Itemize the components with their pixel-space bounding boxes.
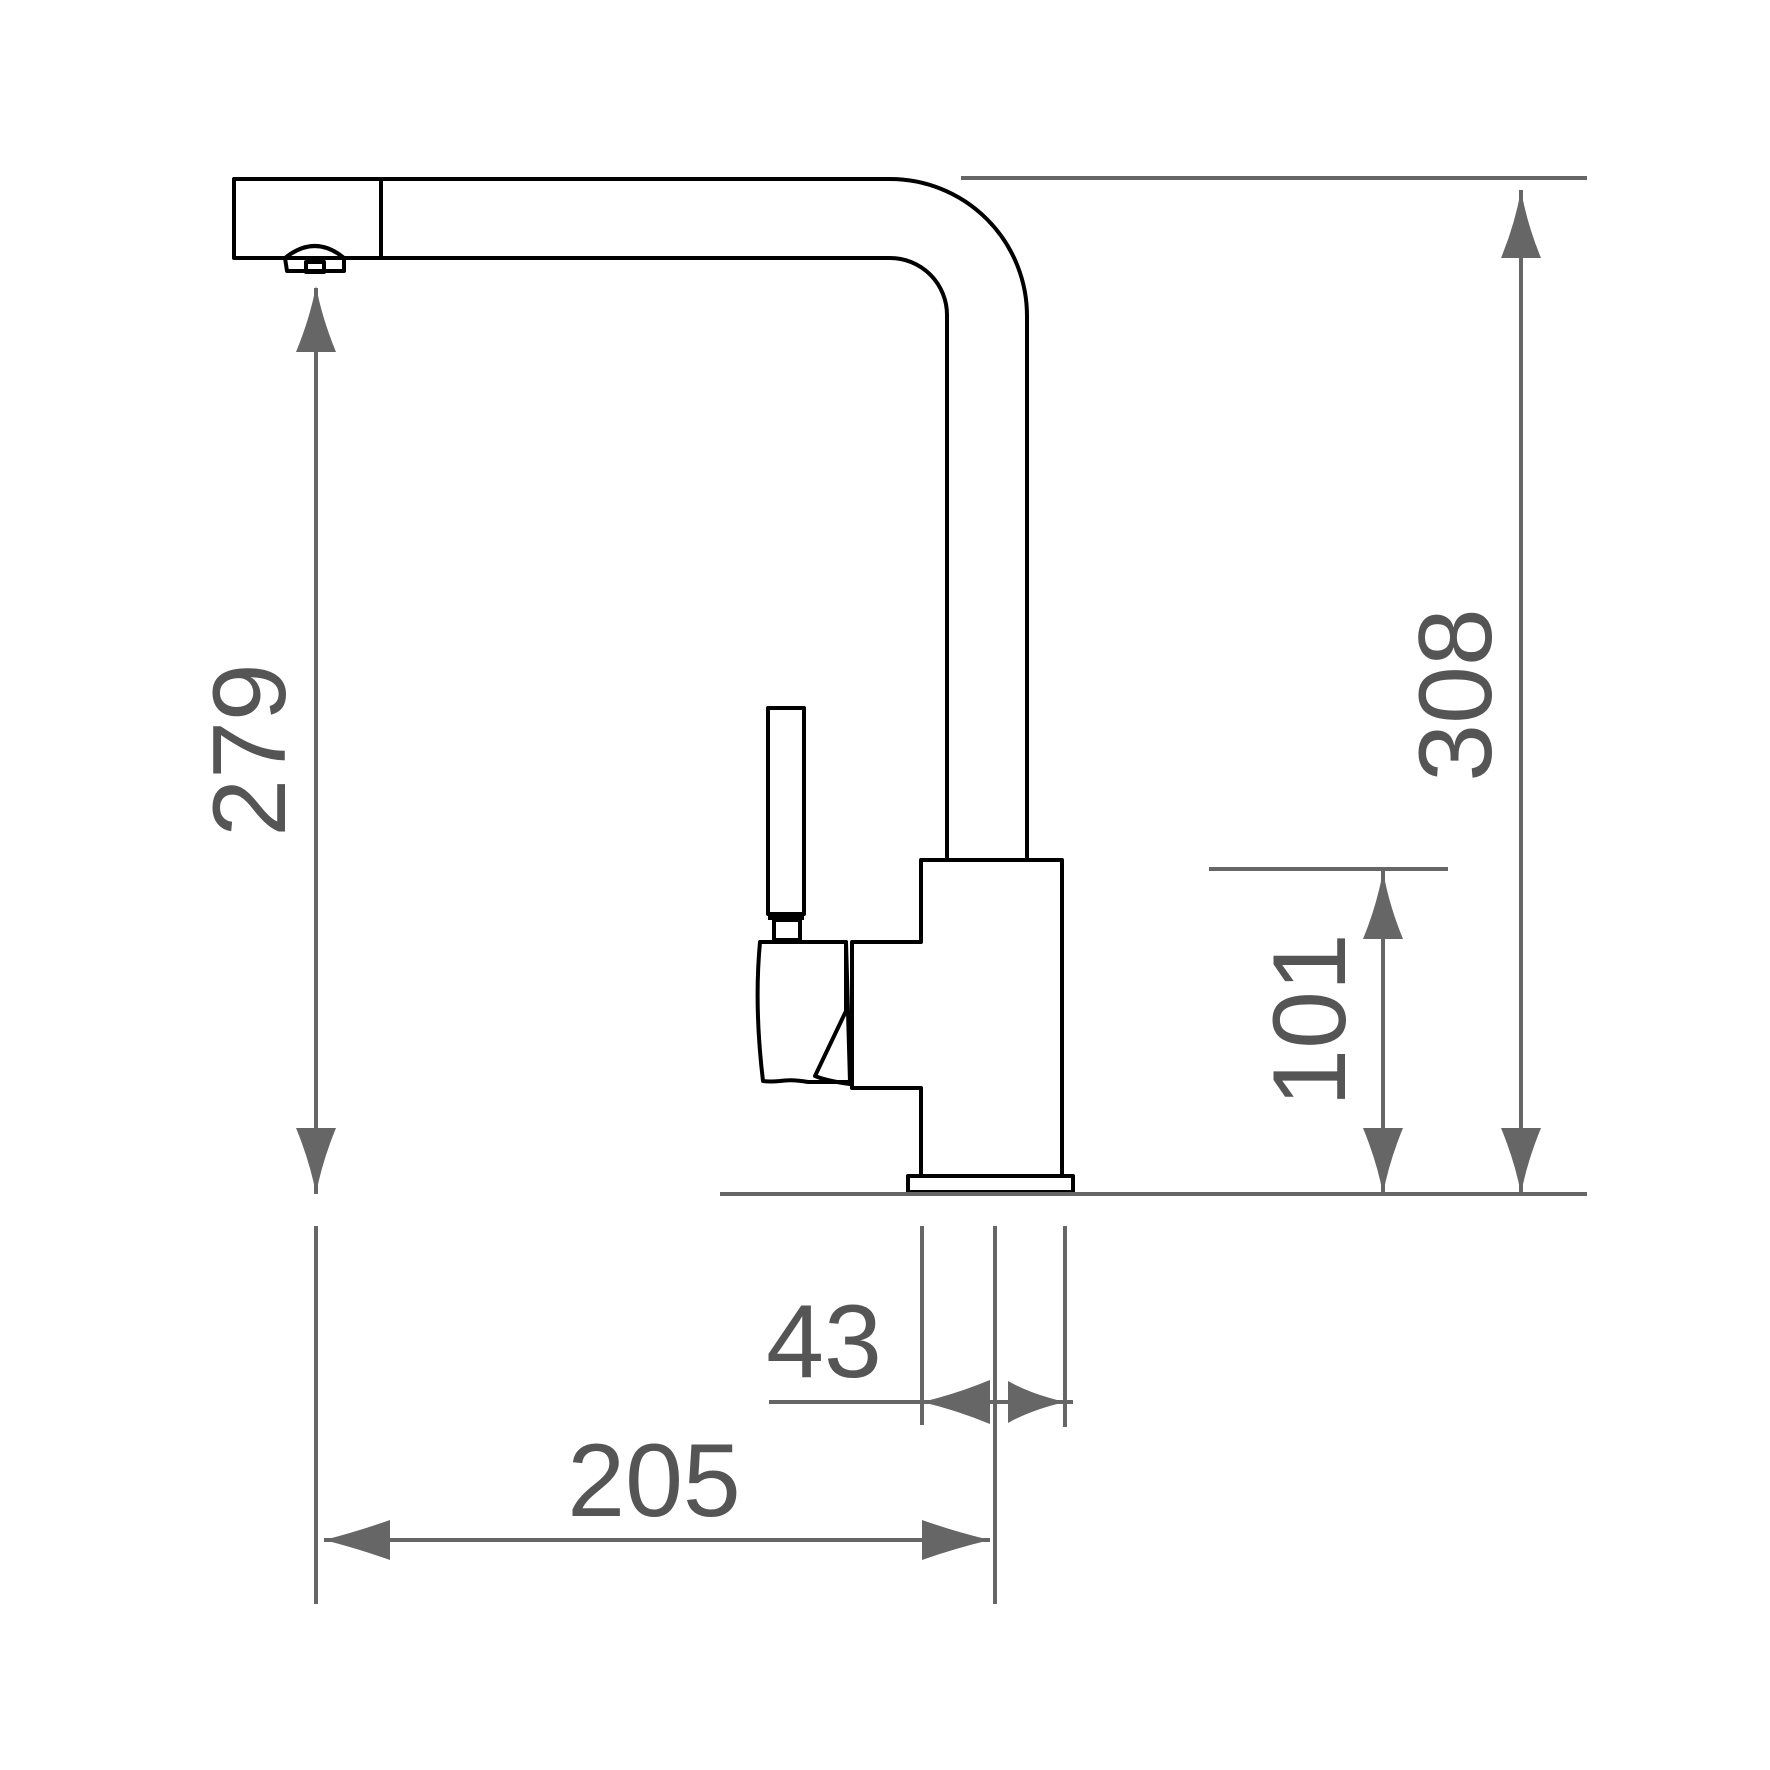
faucet-body	[850, 858, 1064, 1178]
dimension-205-label: 205	[567, 1423, 741, 1539]
dimension-279-label: 279	[192, 663, 308, 837]
cartridge-housing	[755, 940, 852, 1086]
dimension-101-arrow-bottom	[1363, 1128, 1403, 1194]
dimension-43-label: 43	[766, 1284, 882, 1400]
cartridge-seam	[844, 940, 852, 1084]
dimension-101-arrow-top	[1363, 871, 1403, 939]
spout-tip	[232, 177, 383, 260]
lever-collar	[768, 912, 804, 920]
faucet-outline	[232, 177, 1075, 1194]
dimension-279-arrow-top	[296, 286, 336, 352]
dimension-308-arrow-top	[1501, 190, 1541, 258]
aerator	[283, 244, 346, 273]
dimension-279-arrow-bottom	[296, 1128, 336, 1194]
base-flange	[906, 1174, 1075, 1194]
dimension-labels: 279 308 101 43 205	[192, 608, 1514, 1539]
dimension-43-arrow-left	[922, 1380, 990, 1424]
spout-outer-edge	[379, 177, 1029, 860]
dimension-43-arrow-right	[1008, 1381, 1065, 1423]
dimension-lines	[296, 176, 1587, 1604]
dimension-308-label: 308	[1398, 608, 1514, 782]
lever-handle	[766, 706, 806, 916]
dimension-205-arrow-right	[922, 1520, 990, 1560]
lever-stem	[772, 918, 802, 942]
dimension-308-arrow-bottom	[1501, 1128, 1541, 1194]
dimension-205-arrow-left	[324, 1520, 390, 1560]
aerator-nozzle	[304, 260, 326, 274]
dimension-101-label: 101	[1252, 933, 1368, 1107]
spout-inner-edge	[379, 256, 949, 860]
